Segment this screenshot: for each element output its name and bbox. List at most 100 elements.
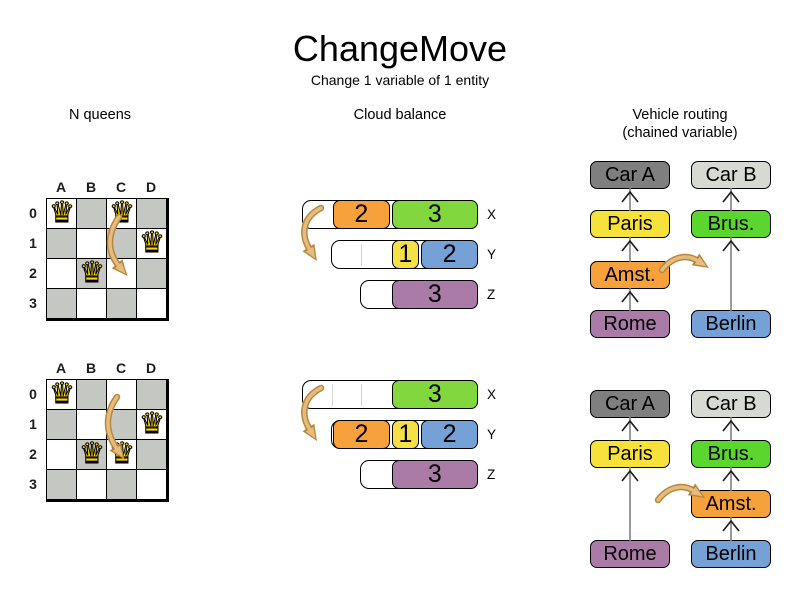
queen-icon: ♛ [109, 197, 136, 229]
vehicle-node: Car A [590, 390, 670, 418]
cloud-process-block: 2 [421, 239, 478, 269]
board-col-header: A [55, 179, 67, 195]
board-row-header: 1 [29, 235, 37, 251]
chess-board: ♛♛♛♛ [46, 198, 169, 321]
capacity-divider [331, 384, 333, 406]
page-subtitle: Change 1 variable of 1 entity [310, 72, 490, 88]
up-chevron-icon [621, 469, 639, 482]
page-title: ChangeMove [292, 28, 508, 69]
vehicle-node: Brus. [691, 440, 771, 468]
board-col-header: A [55, 360, 67, 376]
board-col-header: B [85, 360, 97, 376]
board-col-header: D [145, 179, 157, 195]
vehicle-node: Car B [691, 161, 771, 189]
board-col-header: C [115, 360, 127, 376]
board-col-header: C [115, 179, 127, 195]
cloud-row-label: X [487, 207, 497, 222]
cloud-computer-row: 3 [360, 459, 478, 489]
board-cell [137, 199, 166, 228]
board-cell [77, 410, 106, 439]
up-chevron-icon [621, 419, 639, 432]
board-cell [137, 470, 166, 499]
board-cell [47, 289, 76, 318]
queen-icon: ♛ [79, 257, 106, 289]
cloud-process-block: 3 [391, 279, 478, 309]
capacity-divider [361, 384, 363, 406]
cloud-row-label: Z [487, 287, 496, 302]
board-cell [107, 229, 136, 258]
cloud-process-block: 2 [333, 419, 390, 449]
vehicle-node: Berlin [691, 540, 771, 568]
board-cell [47, 229, 76, 258]
cloud-row-label: Y [487, 427, 497, 442]
board-cell [107, 380, 136, 409]
board-row-header: 2 [29, 265, 37, 281]
board-row-header: 1 [29, 416, 37, 432]
board-cell [77, 289, 106, 318]
cloud-process-block: 3 [391, 459, 478, 489]
vehicle-node: Rome [590, 540, 670, 568]
section-header-vehicle-routing: Vehicle routing (chained variable) [600, 106, 760, 142]
up-chevron-icon [722, 469, 740, 482]
vehicle-node: Car B [691, 390, 771, 418]
cloud-row-label: Z [487, 467, 496, 482]
board-cell [77, 199, 106, 228]
up-chevron-icon [722, 190, 740, 203]
board-col-header: D [145, 360, 157, 376]
cloud-process-block: 2 [332, 199, 390, 229]
queen-icon: ♛ [109, 438, 136, 470]
up-chevron-icon [722, 419, 740, 432]
board-cell [107, 289, 136, 318]
vehicle-node: Berlin [691, 310, 771, 338]
cloud-computer-row: 3 [301, 379, 478, 409]
cloud-row-label: Y [487, 247, 497, 262]
vehicle-node: Brus. [691, 210, 771, 238]
board-cell [137, 229, 166, 258]
board-cell [77, 259, 106, 288]
board-cell [47, 470, 76, 499]
queen-icon: ♛ [49, 197, 76, 229]
board-cell [47, 410, 76, 439]
board-cell [137, 410, 166, 439]
board-cell [137, 259, 166, 288]
cloud-process-block: 3 [391, 199, 478, 229]
vehicle-node: Paris [590, 440, 670, 468]
cloud-process-block: 3 [391, 379, 478, 409]
vehicle-node: Amst. [590, 261, 670, 289]
board-cell [107, 470, 136, 499]
board-cell [77, 470, 106, 499]
board-col-header: B [85, 179, 97, 195]
vehicle-node: Paris [590, 210, 670, 238]
cloud-process-block: 1 [391, 239, 420, 269]
vehicle-header-line2: (chained variable) [622, 125, 738, 141]
board-row-header: 0 [29, 386, 37, 402]
up-chevron-icon [621, 190, 639, 203]
board-cell [47, 259, 76, 288]
queen-icon: ♛ [49, 378, 76, 410]
capacity-divider [361, 244, 363, 266]
board-row-header: 0 [29, 205, 37, 221]
board-cell [137, 440, 166, 469]
move-arrow-fill [656, 485, 703, 502]
section-header-cloud-balance: Cloud balance [353, 107, 447, 123]
cloud-row-label: X [487, 387, 497, 402]
vehicle-node: Amst. [691, 490, 771, 518]
cloud-computer-row: 3 [360, 279, 478, 309]
board-cell [107, 410, 136, 439]
vehicle-node: Rome [590, 310, 670, 338]
board-cell [107, 259, 136, 288]
up-chevron-icon [621, 290, 639, 303]
board-row-header: 2 [29, 446, 37, 462]
board-row-header: 3 [29, 476, 37, 492]
board-cell [77, 380, 106, 409]
up-chevron-icon [722, 239, 740, 252]
up-chevron-icon [621, 239, 639, 252]
chess-board: ♛♛♛♛ [46, 379, 169, 502]
vehicle-header-line1: Vehicle routing [632, 107, 728, 123]
board-cell [137, 380, 166, 409]
move-arrow [654, 483, 705, 504]
